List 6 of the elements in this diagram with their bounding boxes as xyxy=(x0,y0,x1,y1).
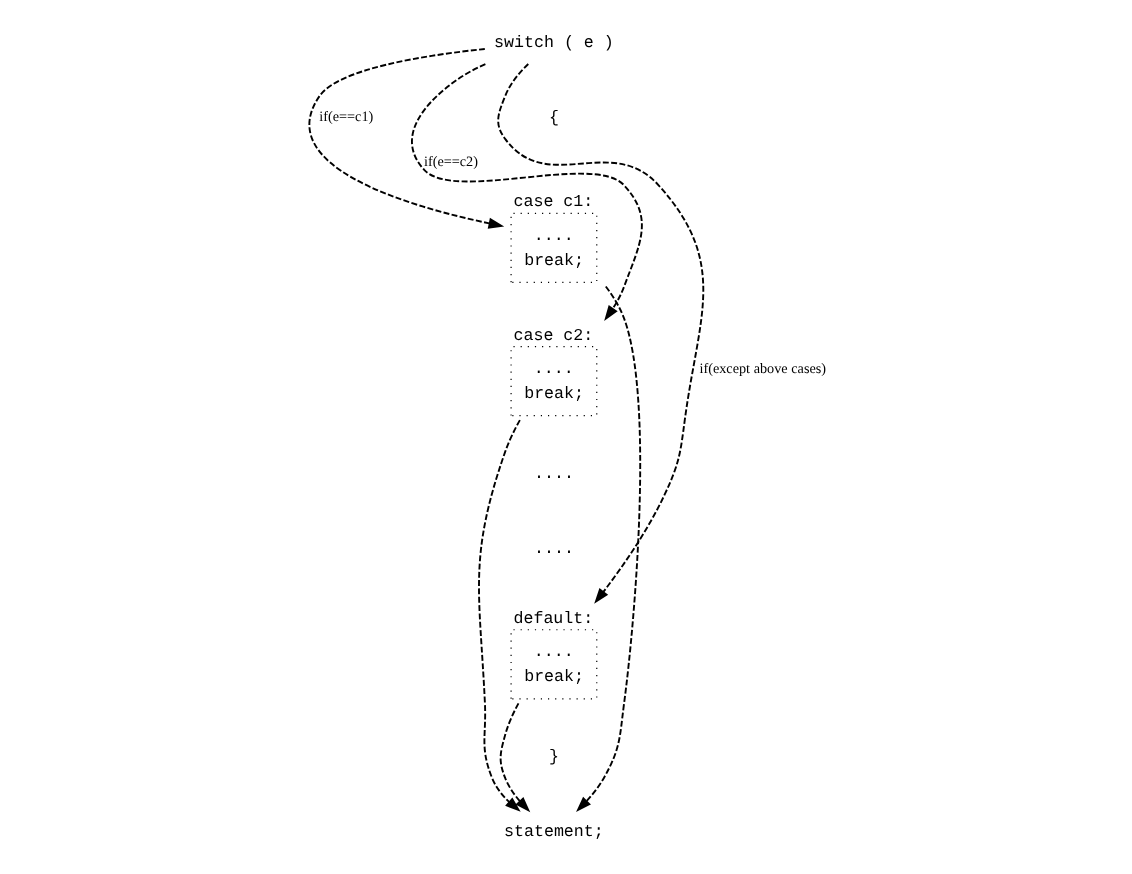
arrow xyxy=(477,419,520,812)
arrow xyxy=(496,63,704,604)
arrow xyxy=(575,285,641,812)
arrow xyxy=(410,63,642,321)
arrow xyxy=(307,48,504,229)
arrow xyxy=(498,702,530,813)
